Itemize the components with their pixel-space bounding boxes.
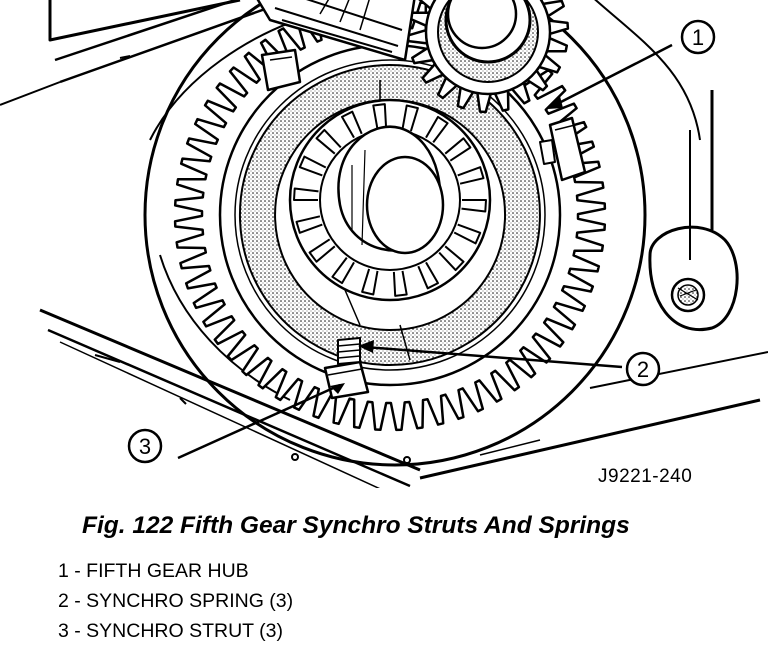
housing-right (419, 0, 768, 480)
callout-3: 3 (127, 428, 163, 464)
callout-2-label: 2 (637, 357, 649, 382)
hub-spline (315, 128, 342, 155)
hub-spline (457, 166, 485, 185)
upper-gear-band (256, 0, 416, 62)
figure-reference-id: J9221-240 (598, 466, 693, 487)
synchro-spring (337, 337, 361, 365)
upper-gear (406, 0, 570, 114)
legend-item-synchro-strut: 3 - SYNCHRO STRUT (3) (58, 620, 283, 642)
synchro-strut-right (539, 116, 587, 182)
hub-spline (401, 104, 419, 132)
hub-spline (372, 103, 388, 130)
synchro-assembly-drawing: 1 2 3 (0, 0, 768, 488)
hub-spline (341, 110, 363, 139)
hub-spline (361, 268, 379, 296)
hub-spline (438, 245, 465, 272)
fifth-gear-hub (238, 64, 541, 366)
synchro-strut-lower (323, 360, 370, 400)
hub-spline (295, 215, 323, 234)
hub-spline (293, 187, 319, 201)
mainshaft-end (337, 125, 445, 255)
hub-spline (425, 115, 449, 143)
legend: 1 - FIFTH GEAR HUB 2 - SYNCHRO SPRING (3… (58, 556, 293, 646)
leader-arrowheads (330, 96, 563, 394)
legend-item-synchro-spring: 2 - SYNCHRO SPRING (3) (58, 590, 294, 612)
hub-spline (308, 238, 336, 263)
hub-spline (461, 199, 487, 213)
leader-lines (177, 43, 673, 460)
hub-spline (444, 137, 472, 162)
hub-spline (331, 257, 355, 285)
hub-spline (417, 261, 439, 290)
housing-upper-left (0, 0, 269, 106)
synchro-strut-upper-left (260, 48, 302, 92)
callout-1: 1 (680, 19, 716, 55)
figure-caption: Fig. 122 Fifth Gear Synchro Struts And S… (82, 512, 630, 539)
hub-spline (453, 223, 482, 245)
hub-spline (392, 270, 408, 297)
legend-item-fifth-gear-hub: 1 - FIFTH GEAR HUB (58, 560, 249, 582)
hub-spline (298, 155, 327, 177)
callout-3-label: 3 (139, 434, 151, 459)
callout-1-label: 1 (692, 25, 704, 50)
callout-2: 2 (625, 351, 661, 387)
